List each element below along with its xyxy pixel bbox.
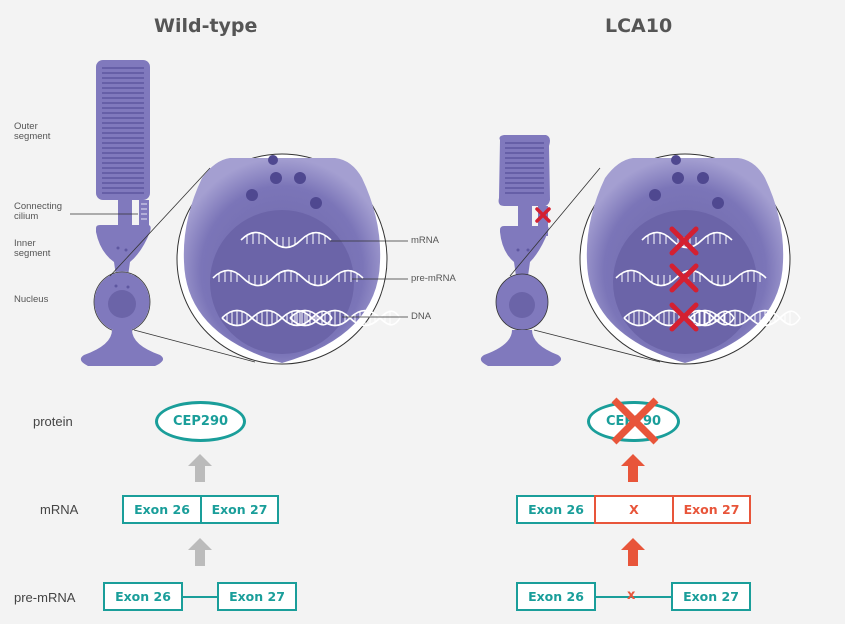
wildtype-mrna-exon26: Exon 26 — [122, 495, 202, 524]
label-pre-mrna: pre-mRNA — [411, 273, 456, 284]
label-dna: DNA — [411, 311, 432, 322]
row-label-pre-mrna: pre-mRNA — [14, 590, 76, 605]
title-wildtype: Wild-type — [154, 15, 258, 37]
label-connecting-cilium: Connecting cilium — [14, 201, 63, 222]
label-inner-segment: Inner segment — [14, 238, 51, 259]
row-label-protein: protein — [33, 414, 73, 429]
lca10-premrna-exon27: Exon 27 — [671, 582, 751, 611]
wildtype-premrna-exon26: Exon 26 — [103, 582, 183, 611]
lca10-mrna-exon27: Exon 27 — [672, 495, 751, 524]
label-outer-segment: Outer segment — [14, 121, 51, 142]
title-lca10: LCA10 — [605, 15, 673, 37]
lca10-premrna-exon26: Exon 26 — [516, 582, 596, 611]
lca10-photoreceptor — [480, 135, 661, 366]
wildtype-photoreceptor — [80, 60, 256, 366]
transcript-cross-icon — [669, 226, 699, 332]
wildtype-protein-oval: CEP290 — [155, 401, 246, 442]
cilium-defect-cross-icon — [535, 207, 551, 223]
lca10-premrna-mutation-mark: x — [627, 588, 636, 603]
wildtype-premrna-exon27: Exon 27 — [217, 582, 297, 611]
wildtype-arrows — [188, 454, 212, 566]
wildtype-zoom-circle — [176, 153, 408, 365]
row-label-mrna: mRNA — [40, 502, 79, 517]
label-mrna: mRNA — [411, 235, 439, 246]
lca10-protein-oval: CEP290 — [587, 401, 680, 442]
lca10-mrna-exon26: Exon 26 — [516, 495, 596, 524]
label-nucleus: Nucleus — [14, 294, 49, 305]
wildtype-mrna-exon27: Exon 27 — [200, 495, 279, 524]
lca10-zoom-circle — [579, 153, 801, 365]
lca10-mrna-cryptic-exon: X — [594, 495, 674, 524]
lca10-arrows — [621, 454, 645, 566]
